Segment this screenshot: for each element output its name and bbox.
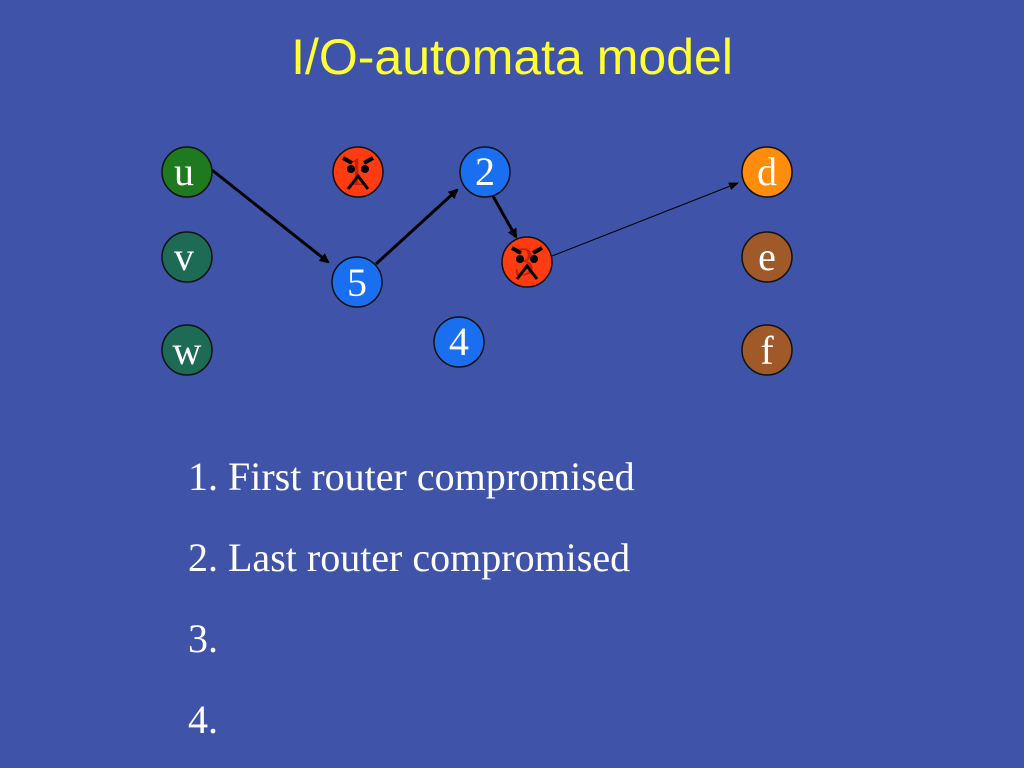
node-e-circle [741, 231, 793, 283]
node-e: e [741, 231, 793, 283]
node-v-label: v [174, 234, 194, 279]
node-router-5-label: 5 [347, 260, 367, 305]
node-f-label: f [760, 328, 774, 373]
node-router-4-label: 4 [449, 319, 469, 364]
angry-face-icon [511, 246, 543, 280]
node-u-circle [161, 146, 213, 198]
point-list: 1. First router compromised 2. Last rout… [188, 436, 635, 760]
node-router-1: 1 [332, 146, 384, 198]
edge-5-to-2 [374, 188, 459, 266]
node-d: d [741, 146, 793, 198]
node-w-label: w [173, 328, 202, 373]
node-e-label: e [758, 234, 776, 279]
node-f: f [741, 324, 793, 376]
node-router-5-circle [331, 256, 383, 308]
node-v-circle [161, 231, 213, 283]
node-router-2-circle [459, 146, 511, 198]
edge-2-to-3 [491, 195, 518, 239]
node-router-2: 2 [459, 146, 511, 198]
node-w-circle [161, 324, 213, 376]
list-item: 1. First router compromised [188, 454, 635, 499]
node-router-4: 4 [433, 316, 485, 368]
node-d-circle [741, 146, 793, 198]
slide-title: I/O-automata model [291, 29, 733, 85]
edge-u-to-5 [211, 168, 330, 264]
node-router-2-label: 2 [475, 149, 495, 194]
node-u-label: u [174, 149, 194, 194]
node-v: v [161, 231, 213, 283]
node-u: u [161, 146, 213, 198]
network-diagram: u v w 1 2 3 [161, 146, 793, 376]
angry-face-icon [342, 156, 374, 190]
node-router-3: 3 [501, 236, 553, 288]
list-item: 2. Last router compromised [188, 535, 631, 580]
node-w: w [161, 324, 213, 376]
node-router-5: 5 [331, 256, 383, 308]
list-item: 4. [188, 697, 218, 742]
node-d-label: d [757, 149, 777, 194]
list-item: 3. [188, 616, 218, 661]
node-f-circle [741, 324, 793, 376]
node-router-4-circle [433, 316, 485, 368]
edge-3-to-d [551, 182, 739, 257]
